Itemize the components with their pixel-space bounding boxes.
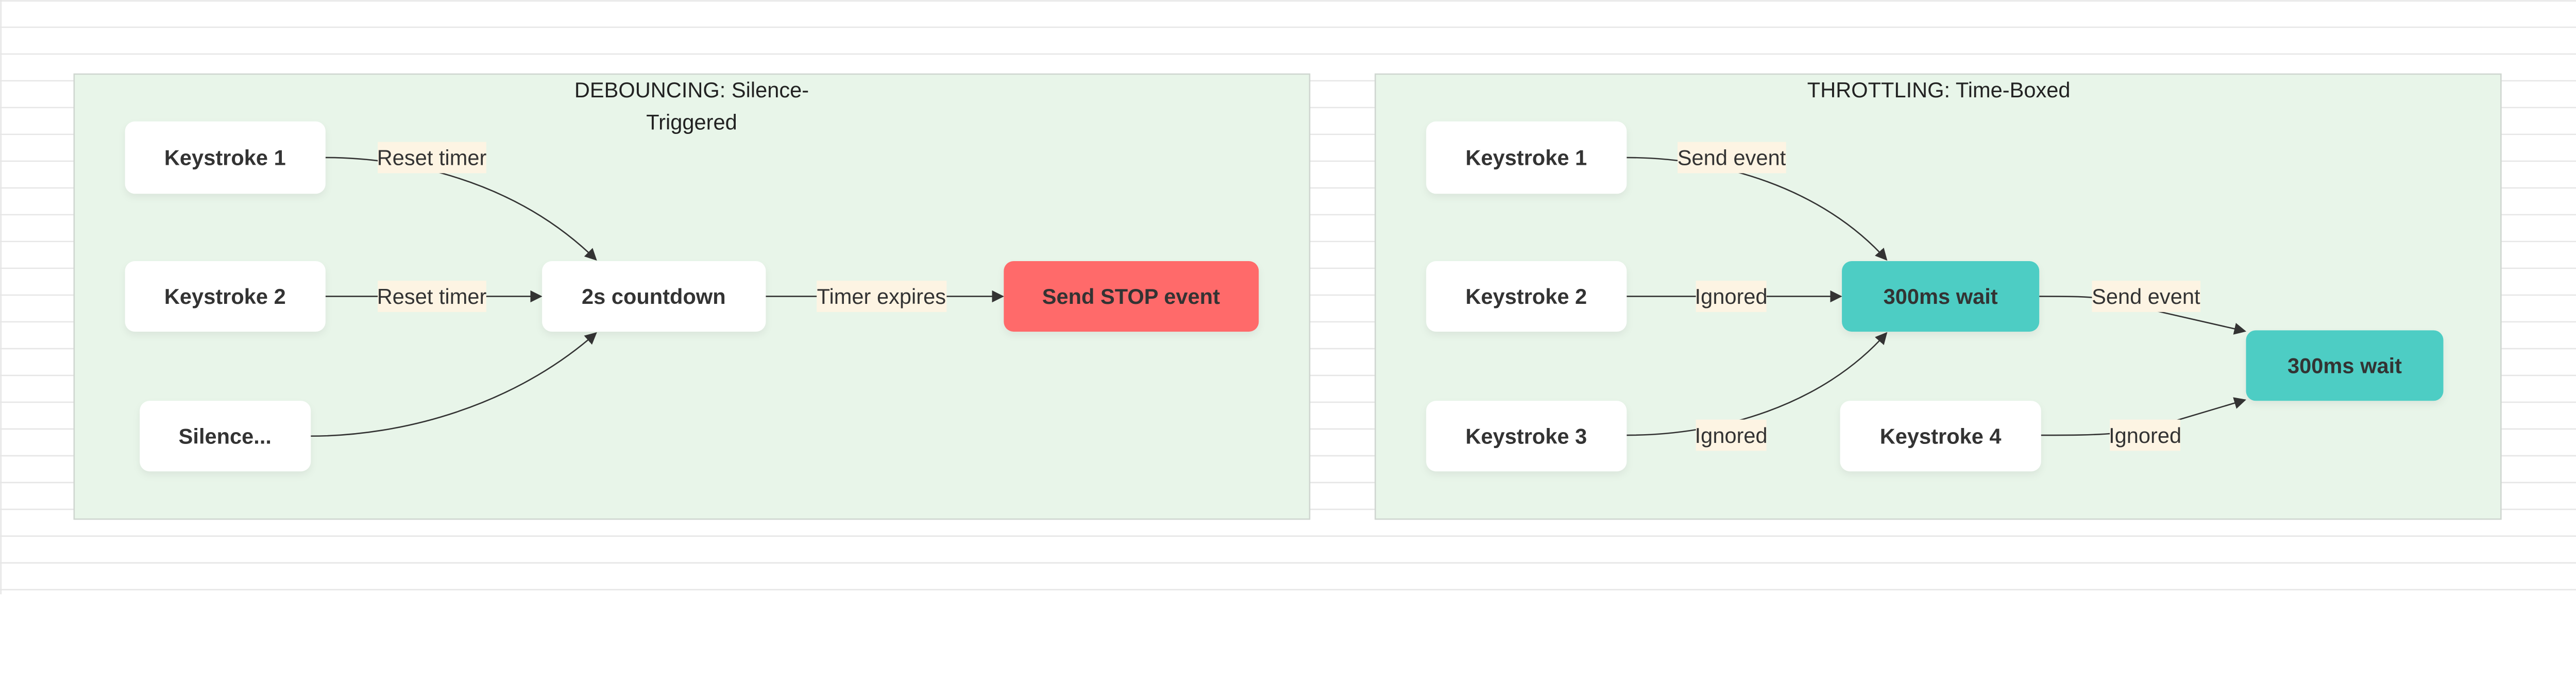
debouncing-title-line2: Triggered [646,110,737,134]
edge-label-ignored-k3: Ignored [1695,419,1768,451]
edge-label-send-event-2: Send event [2092,281,2201,312]
throttling-title: THROTTLING: Time-Boxed [1807,78,2071,102]
node-2s-countdown[interactable]: 2s countdown [542,261,766,332]
svg-text:Reset timer: Reset timer [377,146,487,170]
node-300ms-wait-1[interactable]: 300ms wait [1842,261,2040,332]
node-keystroke-1[interactable]: Keystroke 1 [125,121,326,194]
node-t-keystroke-1[interactable]: Keystroke 1 [1426,121,1627,194]
edge-keystroke1-countdown [325,157,597,261]
svg-text:Ignored: Ignored [2109,423,2181,448]
node-keystroke-2[interactable]: Keystroke 2 [125,261,326,332]
node-silence[interactable]: Silence... [140,401,311,472]
edge-label-ignored-k4: Ignored [2109,419,2181,451]
svg-text:Ignored: Ignored [1695,423,1768,448]
svg-text:2s countdown: 2s countdown [582,284,726,308]
svg-text:Keystroke 2: Keystroke 2 [1465,284,1587,308]
svg-text:300ms wait: 300ms wait [2287,354,2402,378]
edge-label-ignored-k2: Ignored [1695,281,1768,312]
svg-text:Keystroke 1: Keystroke 1 [1465,146,1587,170]
svg-text:Timer expires: Timer expires [817,284,946,308]
edge-label-send-event-1: Send event [1677,142,1786,174]
svg-text:Keystroke 1: Keystroke 1 [164,146,286,170]
debouncing-cluster: DEBOUNCING: Silence- Triggered Reset tim… [73,73,1311,520]
svg-text:Keystroke 3: Keystroke 3 [1465,424,1587,448]
svg-text:Send event: Send event [1677,146,1786,170]
diagram-canvas: DEBOUNCING: Silence- Triggered Reset tim… [0,0,2576,595]
svg-text:Keystroke 4: Keystroke 4 [1880,424,2002,448]
debouncing-title: DEBOUNCING: Silence- [574,78,809,102]
node-300ms-wait-2[interactable]: 300ms wait [2246,330,2444,401]
node-send-stop-event[interactable]: Send STOP event [1004,261,1259,332]
throttling-cluster: THROTTLING: Time-Boxed Send event Ignore… [1375,73,2502,520]
node-t-keystroke-3[interactable]: Keystroke 3 [1426,401,1627,472]
svg-text:Send event: Send event [2092,284,2200,308]
svg-text:Ignored: Ignored [1695,284,1768,308]
edge-label-timer-expires: Timer expires [817,281,947,312]
node-t-keystroke-2[interactable]: Keystroke 2 [1426,261,1627,332]
svg-text:Keystroke 2: Keystroke 2 [164,284,286,308]
svg-text:Send STOP event: Send STOP event [1042,284,1220,308]
edge-silence-countdown [311,332,597,437]
svg-text:Reset timer: Reset timer [377,284,487,308]
svg-text:300ms wait: 300ms wait [1884,284,1998,308]
edge-t-keystroke3-wait1 [1626,332,1888,436]
edge-label-reset-timer-1: Reset timer [377,142,487,174]
edge-label-reset-timer-2: Reset timer [377,281,487,312]
edge-t-keystroke1-wait1 [1626,157,1888,261]
svg-text:Silence...: Silence... [179,424,272,448]
node-t-keystroke-4[interactable]: Keystroke 4 [1840,401,2041,472]
